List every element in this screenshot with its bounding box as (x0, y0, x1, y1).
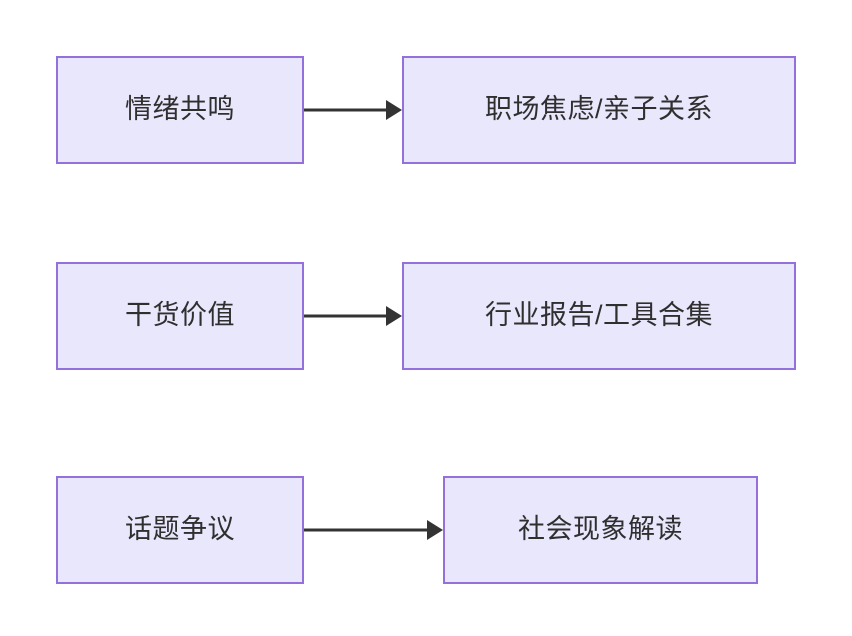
node-label: 行业报告/工具合集 (484, 300, 713, 331)
node-workplace-anxiety-parent-child[interactable]: 职场焦虑/亲子关系 (402, 56, 796, 164)
node-label: 话题争议 (125, 514, 235, 545)
node-emotional-resonance[interactable]: 情绪共鸣 (56, 56, 304, 164)
node-industry-report-toolkit[interactable]: 行业报告/工具合集 (402, 262, 796, 370)
node-practical-value[interactable]: 干货价值 (56, 262, 304, 370)
flow-row-3: 话题争议 社会现象解读 (0, 476, 852, 586)
arrow-row-1 (304, 56, 402, 164)
node-social-phenomenon-interpretation[interactable]: 社会现象解读 (443, 476, 758, 584)
flow-row-2: 干货价值 行业报告/工具合集 (0, 262, 852, 372)
node-label: 干货价值 (125, 300, 235, 331)
node-label: 职场焦虑/亲子关系 (484, 94, 713, 125)
node-label: 情绪共鸣 (125, 94, 235, 125)
node-topic-controversy[interactable]: 话题争议 (56, 476, 304, 584)
node-label: 社会现象解读 (518, 514, 683, 545)
flow-row-1: 情绪共鸣 职场焦虑/亲子关系 (0, 56, 852, 166)
arrow-row-3 (304, 476, 443, 584)
arrow-row-2 (304, 262, 402, 370)
